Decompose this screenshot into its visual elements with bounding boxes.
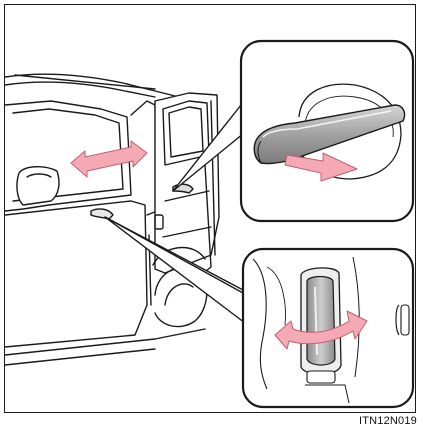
illustration-frame xyxy=(4,4,416,413)
vehicle-illustration xyxy=(5,5,416,413)
figure-code: ITN12N019 xyxy=(359,415,417,427)
exterior-handle-callout xyxy=(241,41,413,221)
vehicle-body xyxy=(5,74,219,365)
interior-handle-callout xyxy=(243,249,413,407)
door-slide-arrow xyxy=(71,141,147,177)
